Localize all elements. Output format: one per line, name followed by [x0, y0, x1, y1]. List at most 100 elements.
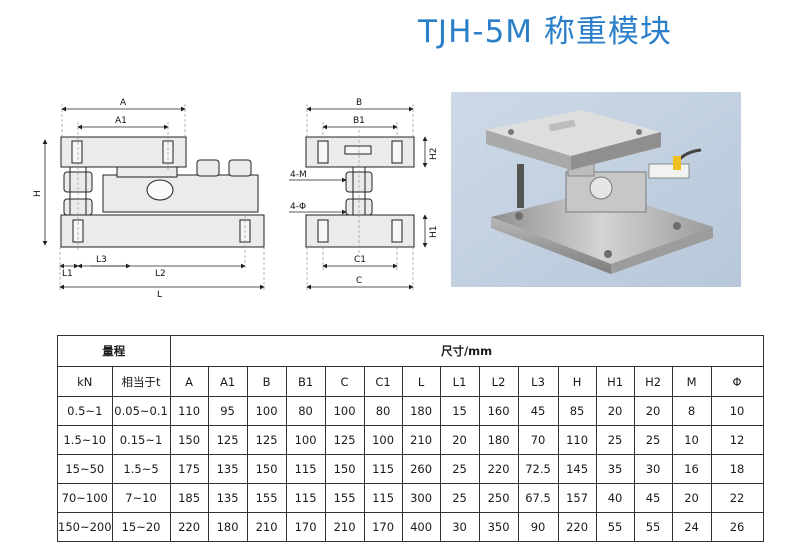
table-cell: 125	[246, 425, 287, 455]
col-header: A	[169, 366, 209, 397]
table-cell: 20	[671, 483, 712, 513]
table-cell: 175	[169, 454, 209, 484]
table-cell: 300	[401, 483, 441, 513]
table-cell: 20	[633, 396, 673, 426]
table-cell: 1.5~5	[111, 454, 171, 484]
table-cell: 40	[595, 483, 635, 513]
technical-drawings: A A1 H L1 L3 L2 L	[33, 98, 439, 300]
table-cell: 135	[207, 454, 248, 484]
table-cell: 115	[363, 454, 403, 484]
table-cell: 250	[478, 483, 519, 513]
side-view-drawing	[305, 136, 415, 248]
table-cell: 35	[595, 454, 635, 484]
col-header: 相当于t	[111, 366, 171, 397]
table-cell: 110	[557, 425, 597, 455]
table-cell: 400	[401, 512, 441, 542]
table-cell: 180	[478, 425, 519, 455]
table-cell: 25	[633, 425, 673, 455]
table-subheader-row: kN 相当于t A A1 B B1 C C1 L L1 L2 L3 H H1 H…	[57, 366, 764, 397]
table-cell: 45	[633, 483, 673, 513]
table-cell: 80	[285, 396, 326, 426]
table-cell: 45	[517, 396, 559, 426]
table-cell: 70~100	[57, 483, 113, 513]
spec-table: 量程 尺寸/mm kN 相当于t A A1 B B1 C C1 L L1 L2 …	[57, 335, 764, 542]
table-cell: 135	[207, 483, 248, 513]
table-cell: 8	[671, 396, 712, 426]
table-cell: 185	[169, 483, 209, 513]
front-load-pin	[146, 179, 174, 201]
product-photo	[451, 92, 741, 287]
table-cell: 80	[363, 396, 403, 426]
label-L3: L3	[96, 255, 107, 265]
table-cell: 350	[478, 512, 519, 542]
table-cell: 22	[710, 483, 764, 513]
table-cell: 115	[285, 483, 326, 513]
table-cell: 180	[401, 396, 441, 426]
label-4-Phi: 4-Φ	[290, 202, 306, 212]
table-cell: 25	[439, 483, 480, 513]
table-cell: 72.5	[517, 454, 559, 484]
table-cell: 16	[671, 454, 712, 484]
table-cell: 30	[633, 454, 673, 484]
table-cell: 155	[324, 483, 365, 513]
table-header-row: 量程 尺寸/mm	[57, 335, 764, 367]
table-cell: 260	[401, 454, 441, 484]
table-cell: 210	[246, 512, 287, 542]
col-header: C	[324, 366, 365, 397]
label-L1: L1	[62, 269, 73, 279]
table-cell: 18	[710, 454, 764, 484]
table-cell: 55	[595, 512, 635, 542]
table-cell: 55	[633, 512, 673, 542]
table-cell: 100	[246, 396, 287, 426]
table-cell: 115	[285, 454, 326, 484]
table-cell: 15	[439, 396, 480, 426]
table-cell: 15~20	[111, 512, 171, 542]
table-cell: 160	[478, 396, 519, 426]
label-A: A	[120, 98, 127, 108]
table-cell: 220	[478, 454, 519, 484]
table-cell: 115	[363, 483, 403, 513]
table-cell: 10	[671, 425, 712, 455]
col-header: B	[246, 366, 287, 397]
table-cell: 25	[595, 425, 635, 455]
table-cell: 100	[324, 396, 365, 426]
col-header: H	[557, 366, 597, 397]
table-cell: 0.05~0.1	[111, 396, 171, 426]
table-cell: 155	[246, 483, 287, 513]
table-cell: 26	[710, 512, 764, 542]
label-4-M: 4-M	[290, 170, 307, 180]
front-base-plate	[60, 214, 265, 248]
front-connector-1	[196, 159, 220, 177]
col-header: H2	[633, 366, 673, 397]
table-cell: 110	[169, 396, 209, 426]
col-header: H1	[595, 366, 635, 397]
col-header: L2	[478, 366, 519, 397]
table-cell: 0.5~1	[57, 396, 113, 426]
table-cell: 100	[285, 425, 326, 455]
table-cell: 0.15~1	[111, 425, 171, 455]
table-cell: 220	[557, 512, 597, 542]
label-A1: A1	[115, 116, 127, 126]
col-header: L	[401, 366, 441, 397]
dimension-header: 尺寸/mm	[169, 335, 764, 367]
table-cell: 15~50	[57, 454, 113, 484]
label-C: C	[356, 276, 362, 286]
table-cell: 210	[401, 425, 441, 455]
col-header: L1	[439, 366, 480, 397]
label-B: B	[356, 98, 362, 108]
table-cell: 20	[439, 425, 480, 455]
table-cell: 150~200	[57, 512, 113, 542]
table-cell: 150	[324, 454, 365, 484]
col-header: L3	[517, 366, 559, 397]
label-L: L	[157, 290, 162, 300]
table-cell: 25	[439, 454, 480, 484]
table-cell: 145	[557, 454, 597, 484]
col-header: B1	[285, 366, 326, 397]
table-cell: 10	[710, 396, 764, 426]
table-cell: 85	[557, 396, 597, 426]
table-cell: 95	[207, 396, 248, 426]
